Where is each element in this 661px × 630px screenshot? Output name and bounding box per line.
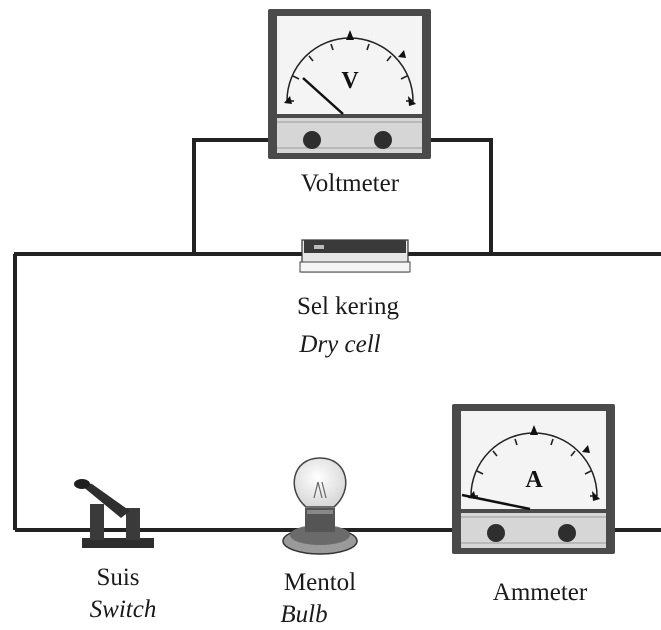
- voltmeter-terminal-right: [374, 131, 392, 149]
- ammeter-needle: [461, 493, 531, 511]
- dry-cell: [299, 239, 411, 273]
- ammeter-label: Ammeter: [493, 579, 588, 606]
- bulb-label-en: Bulb: [280, 601, 327, 628]
- bulb: [282, 457, 358, 555]
- voltmeter-label: Voltmeter: [301, 170, 400, 197]
- ammeter-terminal-right: [558, 524, 576, 542]
- voltmeter-terminal-left: [303, 131, 321, 149]
- voltmeter-needle: [302, 77, 344, 115]
- switch: [74, 479, 154, 548]
- voltmeter: V: [268, 9, 431, 159]
- ammeter: A: [452, 404, 615, 554]
- bulb-label-ms: Mentol: [284, 569, 356, 596]
- ammeter-symbol: A: [525, 467, 543, 493]
- dry-cell-label-en: Dry cell: [298, 331, 380, 358]
- voltmeter-symbol: V: [341, 68, 359, 94]
- ammeter-terminal-left: [487, 524, 505, 542]
- dry-cell-label-ms: Sel kering: [297, 293, 400, 320]
- voltmeter-branch-wire-right: [430, 138, 493, 254]
- voltmeter-branch-wire: [192, 138, 268, 254]
- switch-label-ms: Suis: [96, 564, 139, 591]
- switch-label-en: Switch: [90, 596, 157, 623]
